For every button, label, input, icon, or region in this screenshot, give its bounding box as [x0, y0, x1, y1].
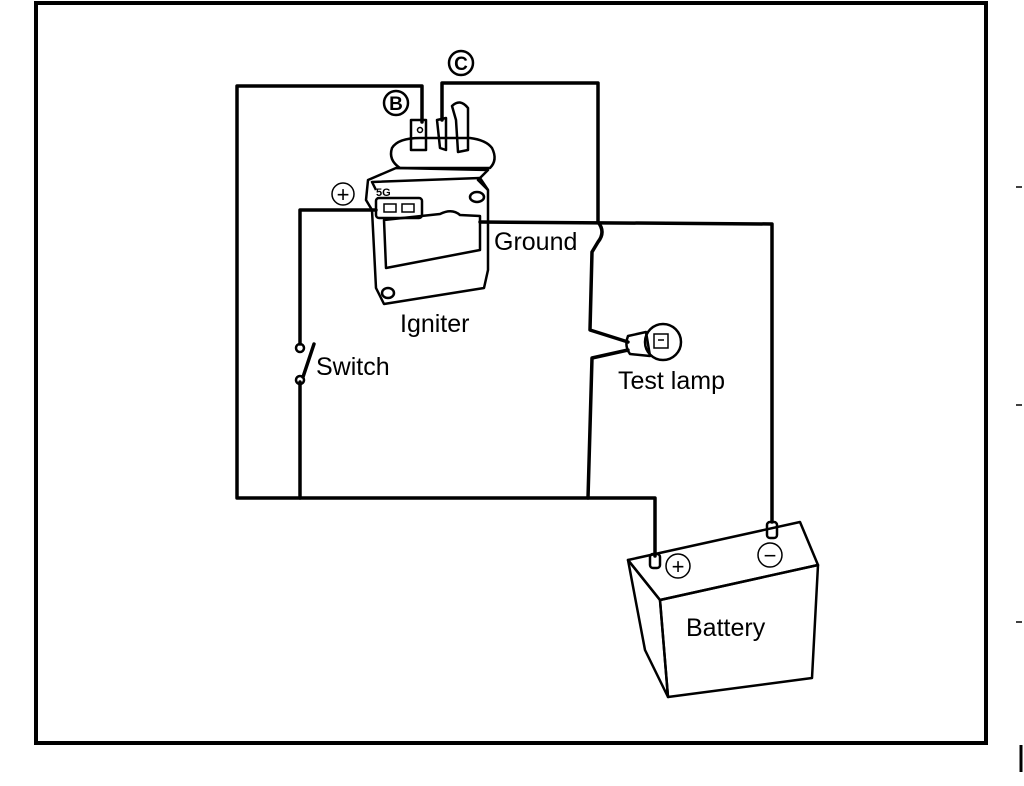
test-lamp — [625, 322, 683, 362]
terminal-b-marker: B — [382, 89, 410, 117]
terminal-plus-marker: + — [331, 182, 355, 207]
svg-text:C: C — [454, 54, 468, 75]
wire-ground-to-battery-minus — [478, 220, 774, 524]
wire-c-to-test-lamp — [440, 81, 630, 344]
igniter-marking: 5G — [376, 187, 391, 199]
battery-label: Battery — [686, 614, 766, 642]
wire-b-to-battery-plus — [235, 84, 657, 558]
ground-label: Ground — [494, 228, 577, 256]
terminal-c-marker: C — [447, 49, 475, 77]
wire-plus-to-switch — [298, 208, 378, 346]
battery-plus-symbol: + — [672, 554, 685, 579]
igniter: 5G — [364, 101, 496, 306]
diagram-frame — [34, 1, 988, 745]
switch — [294, 342, 316, 386]
battery-minus-symbol: − — [764, 543, 777, 568]
wire-test-lamp-return — [586, 348, 630, 500]
switch-label: Switch — [316, 353, 390, 381]
edge-marks — [1016, 186, 1023, 772]
test-lamp-label: Test lamp — [618, 367, 725, 395]
battery: + − — [626, 520, 820, 699]
svg-text:+: + — [337, 182, 350, 207]
svg-text:B: B — [389, 94, 403, 115]
igniter-label: Igniter — [400, 310, 469, 338]
